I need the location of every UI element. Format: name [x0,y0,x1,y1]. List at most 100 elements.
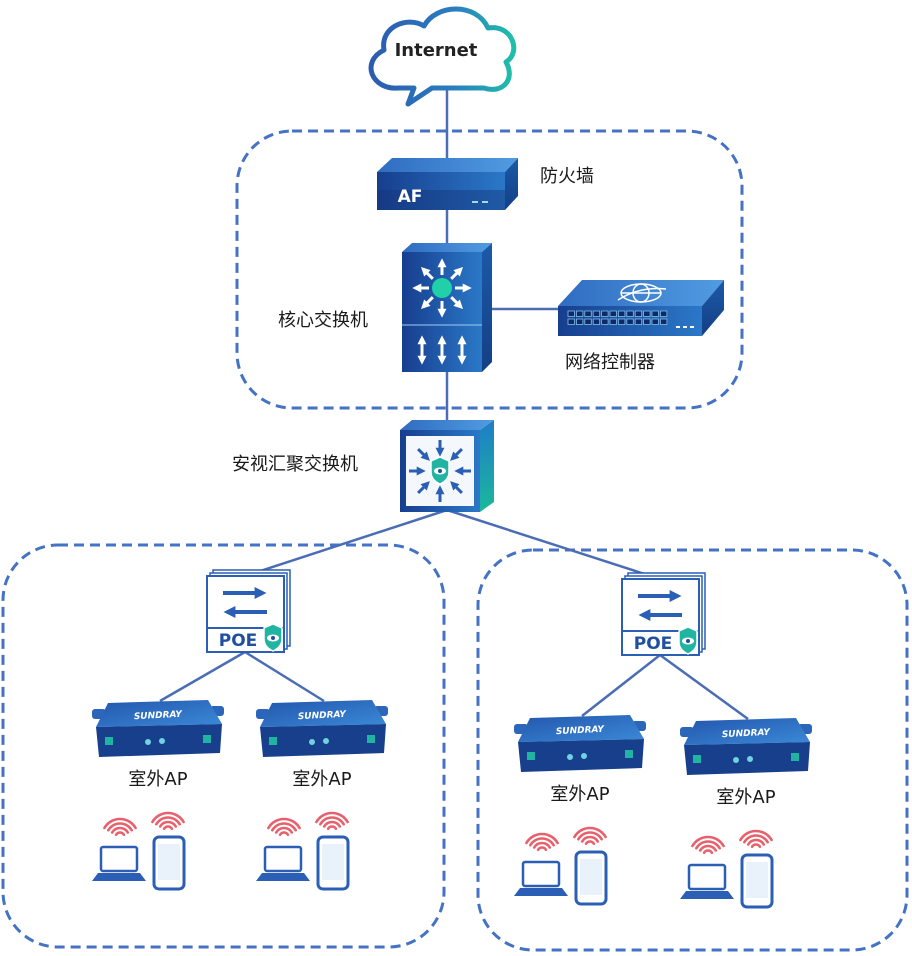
outdoor-ap-label: 室外AP [292,769,351,790]
core-switch-label: 核心交换机 [278,310,368,331]
outdoor-ap-led [323,738,329,744]
controller-port [609,310,617,317]
firewall-front-lower-band [377,190,505,210]
wifi-signal-arc [107,822,133,832]
wifi-signal-arc [322,820,342,828]
controller-port [634,318,643,325]
phone-screen [580,859,602,895]
poe-switch: POE [621,572,706,656]
aggregation-arrow-icon [450,448,463,461]
wifi-signal-arc [529,837,555,847]
outdoor-ap-port [527,752,535,760]
link-aggregation-to-poe-left [244,508,448,578]
laptop-screen [687,863,727,891]
controller-port [567,310,575,317]
controller-port [651,318,659,325]
aggregation-arrow-icon [417,481,430,494]
phone-icon [740,853,774,909]
wifi-signal-arc [532,841,552,849]
firewall-device: AF [377,158,518,210]
cloud-icon [368,6,517,107]
outdoor-ap-led [733,757,739,763]
wifi-signal-arc [326,825,338,831]
firewall-badge: AF [398,187,423,207]
poe-switch: POE [206,569,291,653]
laptop-icon [514,860,568,896]
controller-port [626,310,634,317]
outdoor-ap-top-face [684,718,810,745]
controller-port [618,310,626,317]
access-groups: POESUNDRAY室外APSUNDRAY室外APPOESUNDRAY室外APS… [92,569,812,909]
wifi-signal-arc [274,826,294,834]
eye-pupil [271,636,275,640]
link-aggregation-to-poe-right [446,508,661,581]
wifi-signal-arc [267,817,301,830]
laptop-screen [99,845,139,873]
controller-status-dash [690,326,694,328]
internet-label: Internet [395,40,478,61]
outdoor-ap-front-face [260,724,386,757]
laptop-icon [92,845,146,881]
zone-borders [1,129,909,952]
eye-pupil [686,639,690,643]
link-poe-to-ap [659,653,749,721]
globe-swoosh [617,287,667,301]
wifi-signal-icon [151,811,185,831]
controller-port [592,318,601,325]
aggregation-switch-device [400,420,494,512]
outdoor-ap-port [203,735,211,743]
wifi-signal-icon [525,832,559,852]
outdoor-ap-led [581,753,587,759]
outdoor-ap-led [567,754,573,760]
wifi-signal-icon [691,835,725,855]
network-controller-device [558,280,724,336]
wifi-signal-arc [691,835,725,848]
eye-pupil [438,469,442,473]
wifi-signal-arc [743,834,769,844]
wifi-signal-arc [162,825,174,831]
firewall-label: 防火墙 [540,166,594,187]
outdoor-ap-brand: SUNDRAY [298,710,348,723]
core-switch-arrow-icon [450,266,464,280]
controller-port [576,318,584,325]
controller-port [584,310,592,317]
laptop-screen [521,860,561,888]
wifi-signal-arc [319,816,345,826]
wifi-signal-arc [739,829,773,842]
outdoor-ap-brand: SUNDRAY [556,725,606,738]
core-switch-arrow-icon [420,266,434,280]
security-shield-icon [678,626,698,655]
wifi-signal-arc [158,820,178,828]
outdoor-ap-brand: SUNDRAY [134,710,184,723]
outdoor-ap-port [693,755,701,763]
phone-screen [158,844,180,880]
poe-switch-badge: POE [219,631,258,651]
aggregation-switch-side-face [480,420,494,512]
aggregation-arrow-icon [450,481,463,494]
outdoor-ap: SUNDRAY [680,718,812,775]
controller-port [584,318,592,325]
wifi-signal-arc [103,817,137,830]
outdoor-ap: SUNDRAY [256,700,388,757]
outdoor-ap-led [145,739,151,745]
laptop-base [92,873,146,881]
outdoor-ap-led [747,756,753,762]
laptop-screen [263,845,303,873]
controller-port [592,310,601,317]
controller-globe-logo-icon [617,283,667,303]
outdoor-ap-led [159,738,165,744]
controller-port [634,310,643,317]
firewall-top-face [377,158,518,172]
controller-status-dash [676,326,680,328]
wifi-signal-icon [573,826,607,846]
controller-port [576,310,584,317]
controller-port [601,310,609,317]
wifi-signal-arc [271,822,297,832]
firewall-side-face [505,158,518,210]
security-shield-icon [430,456,450,485]
wifi-signal-icon [739,829,773,849]
phone-icon [316,835,350,891]
controller-port [618,318,626,325]
outdoor-ap-top-face [96,700,222,727]
